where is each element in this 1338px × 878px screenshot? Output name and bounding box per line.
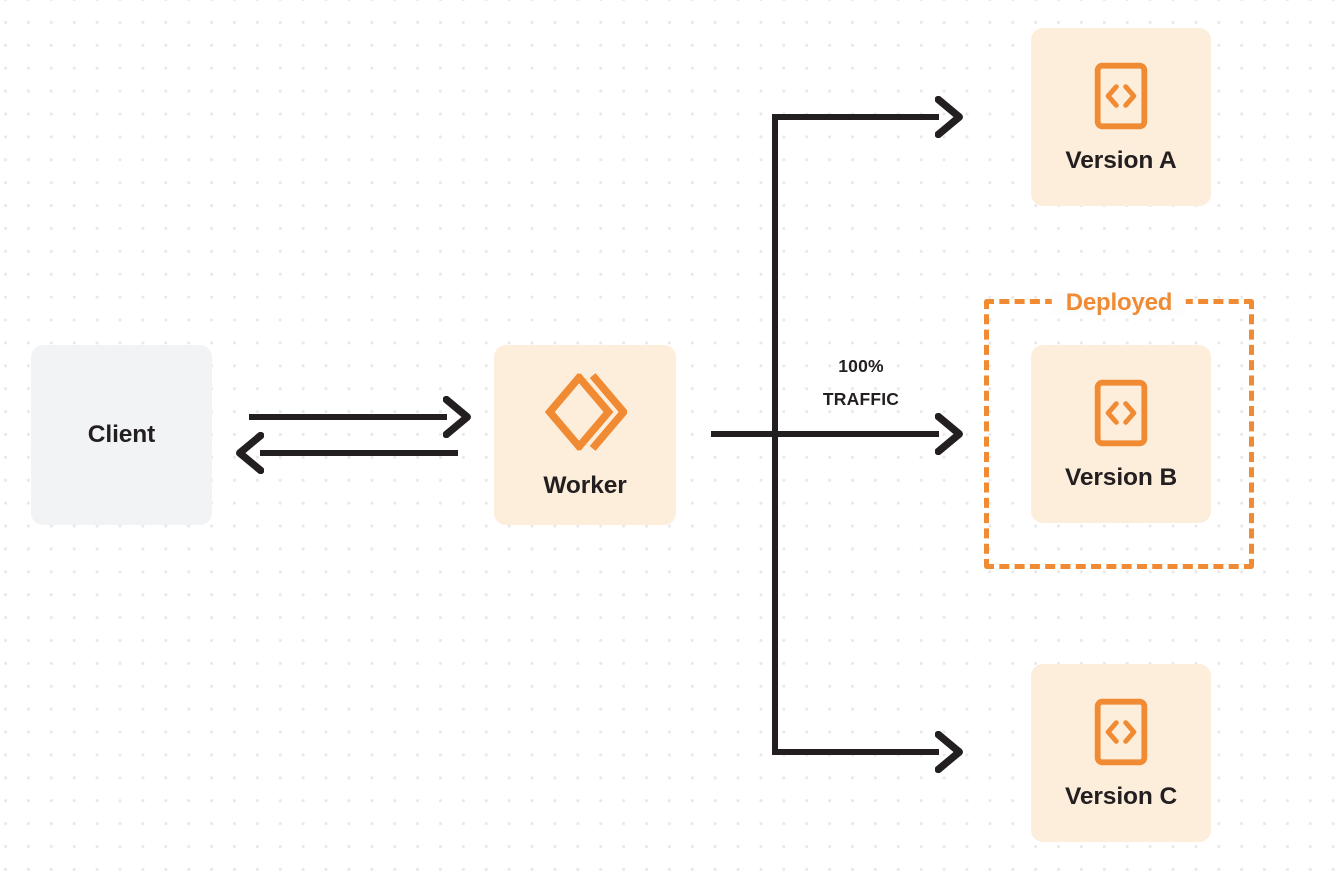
- code-file-icon: [1093, 697, 1149, 767]
- node-version-c-label: Version C: [1064, 782, 1178, 810]
- code-file-icon: [1093, 61, 1149, 131]
- node-version-a[interactable]: Version A: [1031, 28, 1211, 206]
- node-client[interactable]: Client: [31, 345, 212, 525]
- deployed-group-label: Deployed: [1051, 291, 1187, 315]
- code-file-icon: [1093, 378, 1149, 448]
- traffic-label: 100% TRAFFIC: [786, 350, 936, 417]
- cloudflare-workers-logo-icon: [543, 370, 629, 454]
- node-worker[interactable]: Worker: [494, 345, 676, 525]
- node-worker-label: Worker: [543, 471, 627, 499]
- node-version-c[interactable]: Version C: [1031, 664, 1211, 842]
- node-client-label: Client: [87, 420, 156, 448]
- node-version-a-label: Version A: [1065, 146, 1177, 174]
- traffic-percent: 100%: [838, 356, 884, 376]
- traffic-word: TRAFFIC: [822, 389, 900, 410]
- node-version-b-label: Version B: [1064, 463, 1178, 491]
- node-version-b[interactable]: Version B: [1031, 345, 1211, 523]
- deployed-group: Deployed: [984, 291, 1254, 569]
